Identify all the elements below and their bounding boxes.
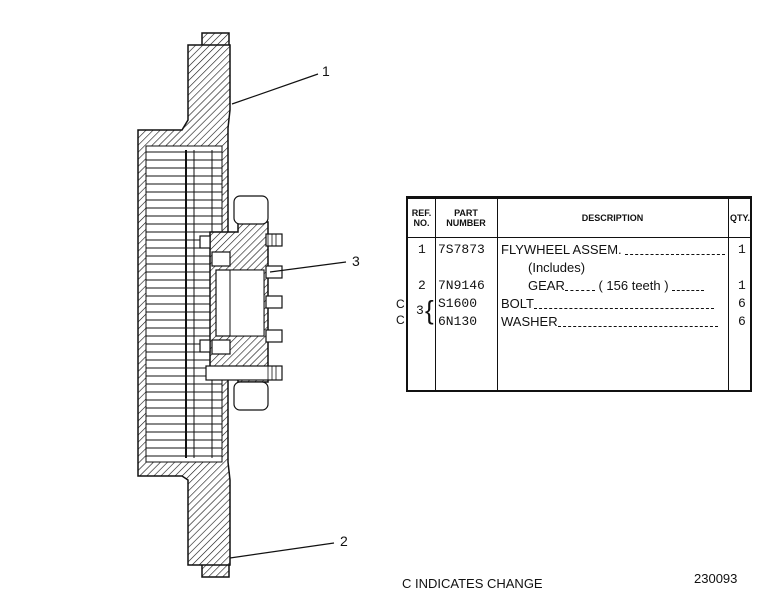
callout-3: 3 <box>352 253 360 269</box>
row-qty: 6 <box>738 314 746 329</box>
row-part-number: 7N9146 <box>438 278 485 293</box>
header-description: DESCRIPTION <box>497 199 728 238</box>
header-part-number: PART NUMBER <box>435 199 497 238</box>
leader-3 <box>269 261 347 273</box>
change-legend: C INDICATES CHANGE <box>402 576 543 591</box>
row-qty: 1 <box>738 278 746 293</box>
row-ref: 1 <box>418 242 426 257</box>
row-qty: 1 <box>738 242 746 257</box>
leader-2 <box>229 542 335 559</box>
bolts <box>199 195 283 411</box>
row-part-number: 6N130 <box>438 314 478 329</box>
leader-1 <box>231 73 319 105</box>
change-mark: C <box>396 297 405 311</box>
callout-2: 2 <box>340 533 348 549</box>
row-part-number: S1600 <box>438 296 478 311</box>
row-description: FLYWHEEL ASSEM. <box>501 242 726 258</box>
change-mark: C <box>396 313 405 327</box>
hub-insert <box>229 269 265 337</box>
row-qty: 6 <box>738 296 746 311</box>
parts-table: REF. NO. PART NUMBER DESCRIPTION QTY. 1 … <box>406 196 752 392</box>
row-description: BOLT <box>501 296 714 312</box>
row-part-number: 7S7873 <box>438 242 485 257</box>
flywheel-cross-section <box>137 32 347 578</box>
callout-1: 1 <box>322 63 330 79</box>
figure-number: 230093 <box>694 571 738 586</box>
header-qty: QTY. <box>728 199 752 238</box>
header-ref-no: REF. NO. <box>408 199 435 238</box>
row-ref: 2 <box>418 278 426 293</box>
group-brace: { <box>425 295 434 325</box>
row-description: GEAR ( 156 teeth ) <box>528 278 705 294</box>
row-ref: 3 <box>416 303 424 318</box>
row-description: WASHER <box>501 314 718 330</box>
row-description: (Includes) <box>528 260 586 275</box>
